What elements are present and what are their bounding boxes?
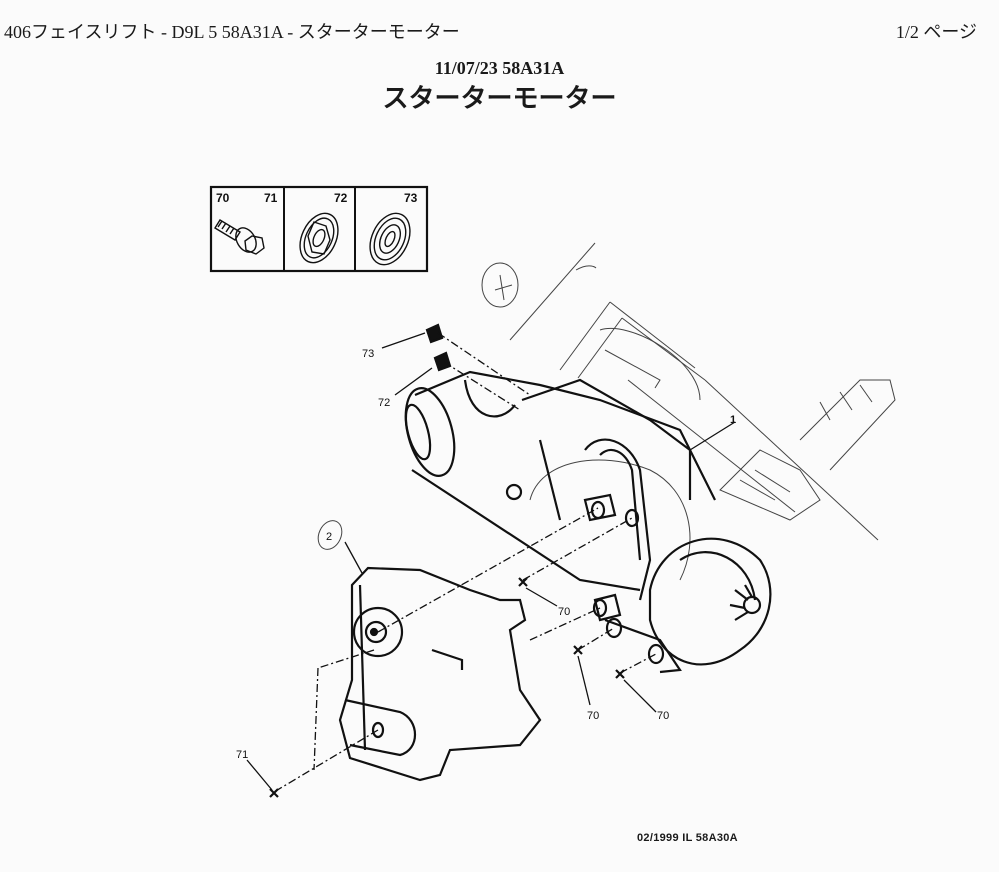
footer-reference: 02/1999 IL 58A30A <box>637 832 738 844</box>
bolt-marker-icon <box>518 577 528 587</box>
callout-72: 72 <box>378 397 390 409</box>
hex-nut-washer-icon <box>299 212 339 264</box>
callout-70-c: 70 <box>657 710 669 722</box>
legend-label-70: 70 <box>216 191 230 205</box>
bolt-with-washer-icon <box>214 219 265 255</box>
heat-shield-drawing <box>338 566 542 782</box>
bolt-marker-icon <box>573 645 583 655</box>
page-title: スターターモーター <box>382 84 617 114</box>
pencil-circle-mark <box>317 520 343 550</box>
pencil-sketch-overlay <box>481 242 896 581</box>
date-code: 11/07/23 58A31A <box>434 58 565 78</box>
callout-2: 2 <box>326 531 332 543</box>
bolt-marker-icon <box>615 669 625 679</box>
assembly-alignment-lines <box>273 332 657 793</box>
document-path: 406フェイスリフト - D9L 5 58A31A - スターターモーター <box>4 22 460 42</box>
starter-motor-drawing <box>404 323 772 674</box>
callout-73: 73 <box>362 348 374 360</box>
callout-71: 71 <box>236 749 248 761</box>
flanged-nut-icon <box>369 212 411 266</box>
page-indicator: 1/2 ページ <box>895 22 977 42</box>
legend-label-71: 71 <box>264 191 278 205</box>
fastener-markers <box>269 577 625 798</box>
bolt-marker-icon <box>269 788 279 798</box>
legend-label-72: 72 <box>334 191 348 205</box>
leader-lines <box>246 332 736 791</box>
legend-label-73: 73 <box>404 191 418 205</box>
callout-1: 1 <box>730 414 736 426</box>
parts-legend <box>209 185 429 273</box>
callout-70-a: 70 <box>558 606 570 618</box>
callout-70-b: 70 <box>587 710 599 722</box>
